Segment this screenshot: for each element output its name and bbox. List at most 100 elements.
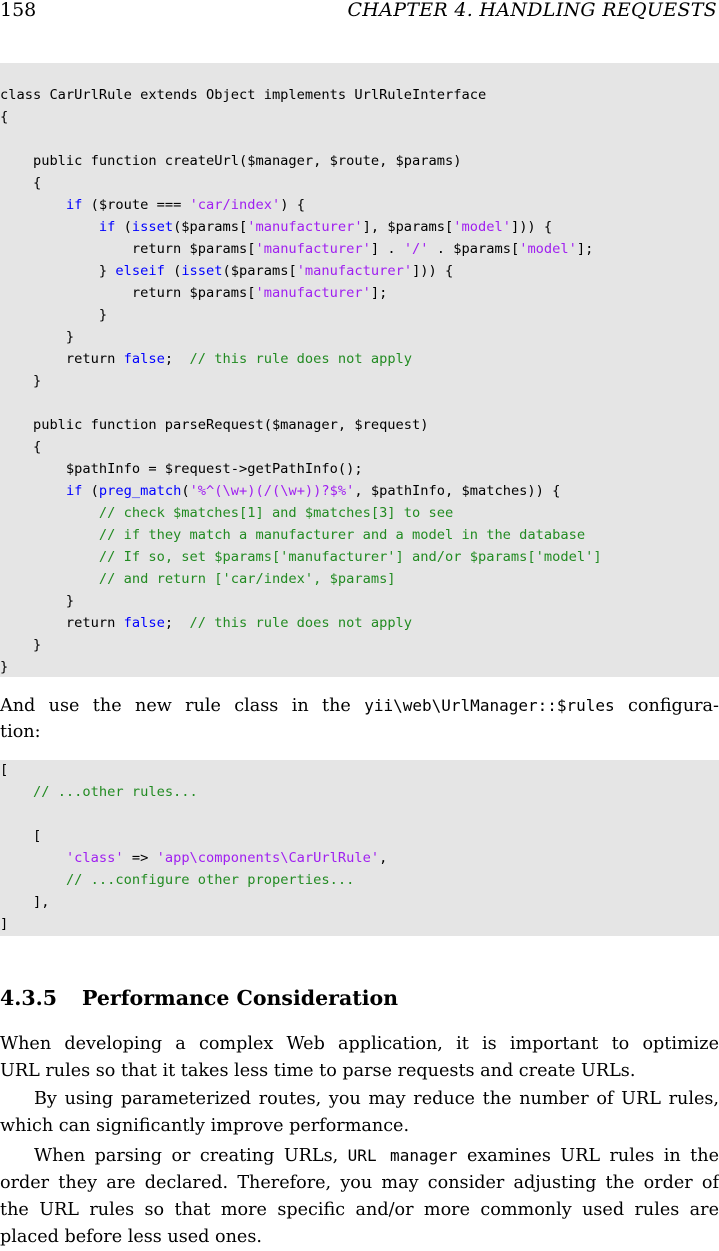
code-token: class CarUrlRule extends Object implemen… (0, 87, 486, 103)
code-token: if (99, 219, 115, 235)
code-line: $pathInfo = $request->getPathInfo(); (0, 458, 363, 480)
code-line: if ($route === 'car/index') { (0, 194, 305, 216)
code-token: ( (165, 263, 181, 279)
code-line: { (0, 172, 41, 194)
code-line: [ (0, 759, 8, 781)
code-token: // ...other rules... (33, 784, 198, 800)
code-line: { (0, 436, 41, 458)
code-line: // and return ['car/index', $params] (0, 568, 396, 590)
code-line: ], (0, 891, 49, 913)
page-header: 158 CHAPTER 4. HANDLING REQUESTS (0, 0, 719, 24)
code-token: preg_match (99, 483, 181, 499)
code-token (0, 549, 99, 565)
code-token: return $params[ (0, 285, 255, 301)
paragraph-line: tion: (0, 719, 41, 746)
inline-code: URL manager (348, 1146, 458, 1165)
code-token: , $pathInfo, $matches)) { (354, 483, 560, 499)
code-token: } (0, 659, 8, 675)
code-token: => (124, 850, 157, 866)
code-token (0, 483, 66, 499)
code-block-rules-config: [ // ...other rules... [ 'class' => 'app… (0, 760, 719, 936)
code-line: class CarUrlRule extends Object implemen… (0, 84, 486, 106)
code-token: // this rule does not apply (190, 615, 413, 631)
code-token: ; (165, 615, 190, 631)
code-token: $pathInfo = $request->getPathInfo(); (0, 461, 363, 477)
code-token (0, 872, 66, 888)
code-line: { (0, 106, 8, 128)
code-line: } (0, 590, 74, 612)
code-line: } elseif (isset($params['manufacturer'])… (0, 260, 453, 282)
code-token: // and return ['car/index', $params] (99, 571, 396, 587)
code-line: // ...configure other properties... (0, 869, 354, 891)
code-token: // ...configure other properties... (66, 872, 354, 888)
code-line: public function createUrl($manager, $rou… (0, 150, 461, 172)
paragraph-line: order they are declared. Therefore, you … (0, 1170, 719, 1197)
code-line: 'class' => 'app\components\CarUrlRule', (0, 847, 387, 869)
code-token: '/' (404, 241, 429, 257)
code-token: false (124, 351, 165, 367)
code-token: } (0, 637, 41, 653)
code-line: // if they match a manufacturer and a mo… (0, 524, 585, 546)
code-token: ], $params[ (363, 219, 454, 235)
code-token: } (0, 373, 41, 389)
code-token: ($params[ (223, 263, 297, 279)
code-token: return (0, 615, 124, 631)
code-token: 'car/index' (190, 197, 281, 213)
paragraph-line: which can significantly improve performa… (0, 1113, 409, 1140)
code-token: 'manufacturer' (255, 285, 370, 301)
code-token: } (0, 329, 74, 345)
code-token: } (0, 593, 74, 609)
code-line: return false; // this rule does not appl… (0, 348, 412, 370)
code-token: public function parseRequest($manager, $… (0, 417, 429, 433)
code-token: return (0, 351, 124, 367)
code-token: elseif (115, 263, 164, 279)
code-line: [ (0, 825, 41, 847)
code-token: { (0, 175, 41, 191)
section-number: 4.3.5 (0, 986, 82, 1010)
code-token: isset (132, 219, 173, 235)
code-token: 'model' (453, 219, 511, 235)
code-token: 'manufacturer' (255, 241, 370, 257)
code-line: } (0, 370, 41, 392)
code-line: public function parseRequest($manager, $… (0, 414, 429, 436)
code-token (0, 219, 99, 235)
code-line: // If so, set $params['manufacturer'] an… (0, 546, 602, 568)
code-line: // ...other rules... (0, 781, 198, 803)
code-token: ) { (280, 197, 305, 213)
code-token: } (0, 307, 107, 323)
code-line: return false; // this rule does not appl… (0, 612, 412, 634)
paragraph-line: the URL rules so that more specific and/… (0, 1197, 719, 1224)
paragraph-line: When parsing or creating URLs, URL manag… (34, 1142, 719, 1170)
code-token: isset (181, 263, 222, 279)
code-token: // If so, set $params['manufacturer'] an… (99, 549, 602, 565)
code-token: . $params[ (429, 241, 520, 257)
code-token: ; (165, 351, 190, 367)
paragraph-use-rule: And use the new rule class in the yii\we… (0, 692, 719, 748)
code-line: } (0, 634, 41, 656)
code-line: ] (0, 913, 8, 935)
code-token: [ (0, 762, 8, 778)
section-title: Performance Consideration (82, 986, 398, 1010)
code-token: 'model' (519, 241, 577, 257)
paragraph-text: And use the new rule class in the (0, 696, 364, 716)
code-token: ( (181, 483, 189, 499)
code-token: ($params[ (173, 219, 247, 235)
code-line: return $params['manufacturer'] . '/' . $… (0, 238, 593, 260)
code-token (0, 505, 99, 521)
code-token: , (379, 850, 387, 866)
code-token: public function createUrl($manager, $rou… (0, 153, 461, 169)
code-token: ]; (577, 241, 593, 257)
paragraph-line: URL rules so that it takes less time to … (0, 1058, 635, 1085)
code-token (0, 527, 99, 543)
body-text: When developing a complex Web applicatio… (0, 1031, 719, 1247)
paragraph-line: And use the new rule class in the yii\we… (0, 692, 719, 720)
code-token: 'app\components\CarUrlRule' (157, 850, 380, 866)
page-number: 158 (0, 0, 36, 20)
code-token (0, 850, 66, 866)
code-line: } (0, 656, 8, 678)
code-token: ($route === (82, 197, 189, 213)
code-line: } (0, 326, 74, 348)
code-line: if (preg_match('%^(\w+)(/(\w+))?$%', $pa… (0, 480, 560, 502)
code-token: 'manufacturer' (297, 263, 412, 279)
